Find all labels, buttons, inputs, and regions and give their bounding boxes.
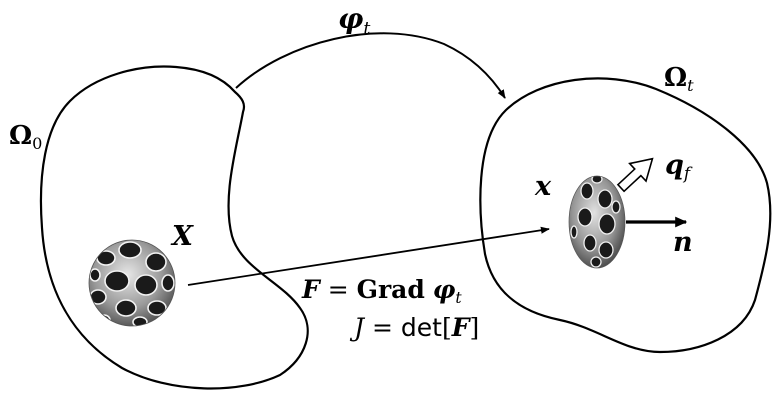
flux-subscript: f bbox=[683, 163, 691, 184]
open-bracket: [ bbox=[441, 313, 452, 342]
reference-domain-label: Ω0 bbox=[9, 121, 42, 152]
reference-domain-symbol: Ω bbox=[9, 121, 33, 151]
det-argument: F bbox=[451, 313, 470, 342]
map-symbol: φ bbox=[338, 2, 364, 35]
map-subscript: t bbox=[363, 18, 371, 39]
close-bracket: ] bbox=[469, 313, 480, 342]
map-label: φt bbox=[338, 2, 370, 38]
reference-domain-subscript: 0 bbox=[32, 134, 43, 154]
current-domain-symbol: Ω bbox=[664, 63, 688, 93]
jacobian-equals-sign: = bbox=[364, 313, 401, 342]
grad-argument: φ bbox=[432, 275, 456, 304]
flux-label: qf bbox=[665, 150, 690, 182]
deformation-gradient-arrow bbox=[187, 226, 550, 286]
motion-map-arrow bbox=[235, 32, 506, 99]
current-domain-boundary bbox=[479, 77, 772, 354]
equals-sign: = bbox=[319, 275, 357, 304]
det-operator: det bbox=[400, 313, 442, 342]
current-point-label: x bbox=[535, 171, 552, 202]
grad-operator: Grad bbox=[356, 275, 425, 304]
normal-label: n bbox=[673, 227, 693, 258]
current-porous-point bbox=[568, 175, 626, 269]
jacobian-equation: J = det[F] bbox=[354, 315, 479, 340]
current-domain-label: Ωt bbox=[664, 63, 694, 94]
deformation-gradient-symbol: F bbox=[302, 275, 320, 304]
grad-argument-subscript: t bbox=[455, 288, 462, 307]
flux-symbol: q bbox=[665, 150, 684, 181]
current-domain-subscript: t bbox=[687, 76, 694, 96]
reference-point-label: X bbox=[172, 221, 193, 252]
flux-arrow bbox=[616, 157, 654, 193]
reference-porous-point bbox=[88, 239, 176, 327]
reference-domain-boundary bbox=[39, 65, 309, 390]
jacobian-symbol: J bbox=[354, 313, 365, 342]
deformation-gradient-equation: F = Grad φt bbox=[302, 275, 462, 306]
